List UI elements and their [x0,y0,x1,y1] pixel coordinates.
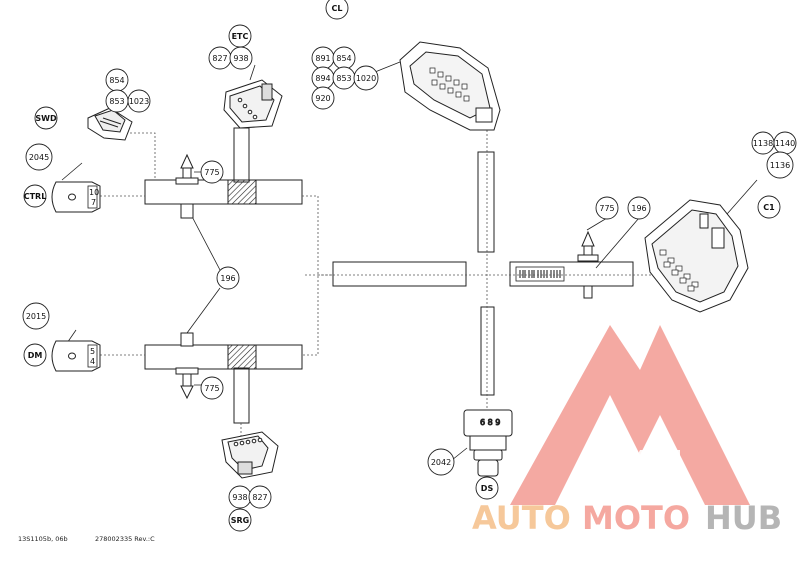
ds-connector: 6 8 9 [463,409,513,477]
label-etc: ETC [232,32,249,41]
dm-pin-bottom: 4 [90,357,95,366]
callout-1140: 1140 [775,139,795,148]
srg-stub [233,367,250,424]
callout-938-srg: 938 [232,493,247,502]
part-number: 278002335 Rev.:C [95,535,155,543]
ctrl-pin-bottom: 7 [91,198,96,207]
down-sleeve [480,306,495,396]
drawing-code: 13S1105b, 06b [18,535,68,543]
callout-1020: 1020 [356,74,376,83]
callout-labels: CL ETC SWD CTRL DM SRG DS C1 854 853 102… [24,4,795,525]
lower-junction [227,344,257,370]
callout-894: 894 [315,74,330,83]
upper-branch [144,179,303,205]
callout-827-etc: 827 [212,54,227,63]
watermark-logo: AUTO MOTO HUB [472,325,782,537]
callout-891: 891 [315,54,330,63]
ctrl-connector: 10 7 [51,181,101,213]
callout-938-etc: 938 [233,54,248,63]
lower-branch [144,344,303,370]
label-srg: SRG [231,516,250,525]
callout-920: 920 [315,94,330,103]
callout-1023: 1023 [129,97,149,106]
label-swd: SWD [35,114,57,123]
callout-775-lower: 775 [204,384,219,393]
brand-hub: HUB [705,499,782,537]
ds-pins: 6 8 9 [480,418,500,427]
etc-stub [233,127,250,183]
label-cl: CL [332,4,343,13]
upper-junction [227,179,257,205]
clip-right [577,230,599,299]
callout-196-right: 196 [631,204,646,213]
label-dm: DM [28,351,43,360]
etc-connector [223,79,283,129]
clip-lower [175,332,199,400]
brand-moto: MOTO [582,499,690,537]
swd-connector [87,107,133,141]
center-sleeve [332,261,467,287]
callout-854-swd: 854 [109,76,124,85]
brand-auto: AUTO [472,499,571,537]
callout-2042: 2042 [431,458,451,467]
up-sleeve [477,151,495,253]
callout-775-upper: 775 [204,168,219,177]
callout-1138: 1138 [753,139,773,148]
callout-2045: 2045 [29,153,49,162]
harness-trunks [144,127,634,424]
dm-pin-top: 5 [90,347,95,356]
label-ctrl: CTRL [24,192,47,201]
label-ds: DS [481,484,494,493]
callout-854-cl: 854 [336,54,351,63]
callout-2015: 2015 [26,312,46,321]
callout-bubbles [22,0,797,532]
callout-853-swd: 853 [109,97,124,106]
ctrl-pin-top: 10 [89,188,99,197]
centerlines [100,120,660,470]
callout-775-right: 775 [599,204,614,213]
callout-196-center: 196 [220,274,235,283]
callout-853-cl: 853 [336,74,351,83]
callout-1136: 1136 [770,161,790,170]
label-c1: C1 [763,203,775,212]
cl-connector [399,41,501,131]
c1-connector [644,199,749,313]
srg-connector [221,431,279,479]
callout-827-srg: 827 [252,493,267,502]
dm-connector: 5 4 [51,340,101,372]
clip-upper [175,153,199,219]
barcode-label [515,266,565,282]
